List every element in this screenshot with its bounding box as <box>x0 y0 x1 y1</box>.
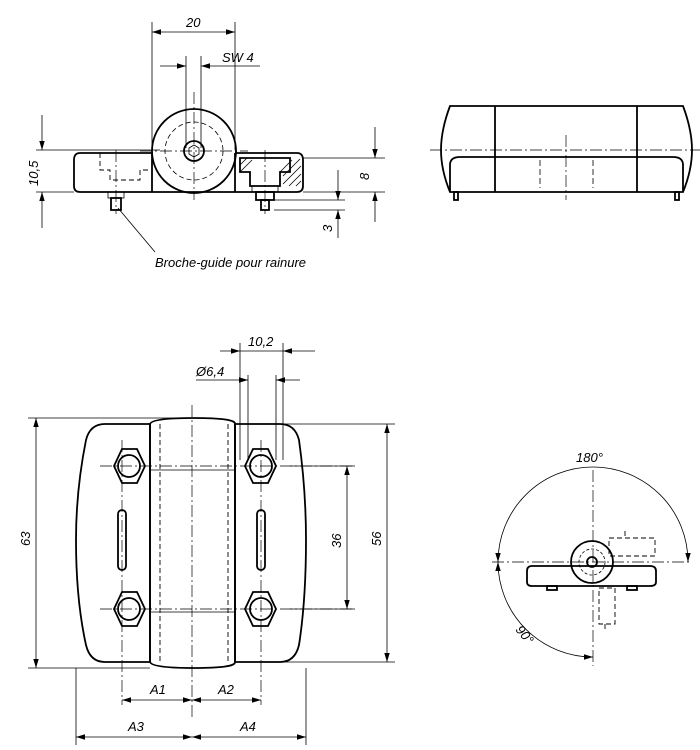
dim-a1: A1 <box>149 682 166 697</box>
dim-slot: 10,2 <box>248 334 274 349</box>
dim-base: 8 <box>357 172 372 180</box>
dim-length: 56 <box>369 531 384 546</box>
dim-pitch: 36 <box>329 533 344 548</box>
side-view <box>430 105 700 201</box>
angle-max: 180° <box>576 450 603 465</box>
section-hatching <box>239 157 302 187</box>
dim-hole: Ø6,4 <box>195 364 224 379</box>
dim-overall: 63 <box>18 531 33 546</box>
front-view: 20 SW 4 10,5 8 3 Broche-guide pour rainu… <box>26 15 385 270</box>
dim-width: 20 <box>185 15 201 30</box>
plan-view: 10,2 Ø6,4 63 56 36 A1 A2 A3 A4 <box>18 334 395 745</box>
dim-height: 10,5 <box>26 160 41 186</box>
dim-wrench: SW 4 <box>222 50 254 65</box>
dim-a4: A4 <box>239 719 256 734</box>
rotation-view: 180° 90° <box>492 450 692 666</box>
dim-a3: A3 <box>127 719 145 734</box>
dim-a2: A2 <box>217 682 235 697</box>
dim-pin: 3 <box>320 224 335 232</box>
angle-mid: 90° <box>513 622 537 647</box>
guide-pin-label: Broche-guide pour rainure <box>155 255 306 270</box>
